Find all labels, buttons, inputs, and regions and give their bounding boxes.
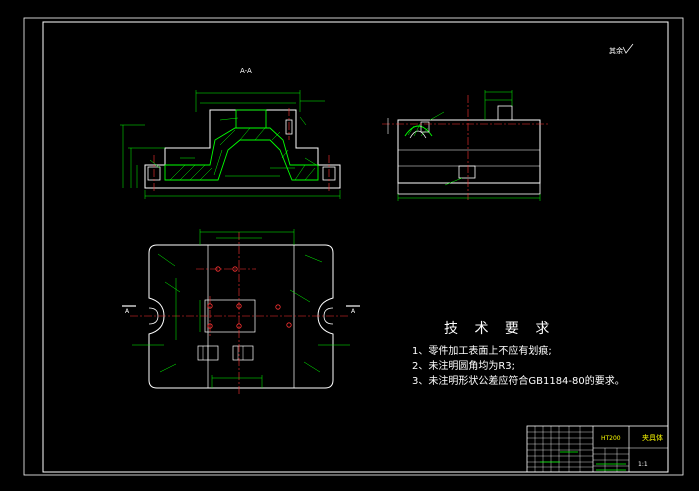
side-view bbox=[382, 90, 548, 201]
section-view-label: A-A bbox=[240, 67, 252, 75]
corner-note: 其余 bbox=[609, 46, 623, 55]
title-block bbox=[526, 425, 669, 473]
technical-requirement-item: 3、未注明形状公差应符合GB1184-80的要求。 bbox=[412, 376, 625, 387]
technical-requirements-title: 技 术 要 求 bbox=[444, 321, 556, 337]
sheet-outer-border bbox=[23, 17, 684, 476]
technical-requirement-item: 1、零件加工表面上不应有划痕; bbox=[412, 346, 552, 357]
roughness-symbol-icon bbox=[622, 43, 634, 54]
section-view-a-a: A-A bbox=[120, 67, 341, 199]
section-marker-right: A bbox=[351, 308, 356, 315]
plan-view: A A bbox=[122, 229, 360, 395]
sheet-inner-border bbox=[42, 21, 669, 473]
technical-requirement-item: 2、未注明圆角均为R3; bbox=[412, 361, 516, 372]
title-block-part-name: 夹具体 bbox=[642, 433, 663, 442]
title-block-scale: 1:1 bbox=[638, 461, 648, 468]
title-block-material: HT200 bbox=[601, 435, 621, 442]
technical-requirements: 技 术 要 求 1、零件加工表面上不应有划痕; 2、未注明圆角均为R3; 3、未… bbox=[412, 318, 625, 389]
section-marker-left: A bbox=[125, 308, 130, 315]
